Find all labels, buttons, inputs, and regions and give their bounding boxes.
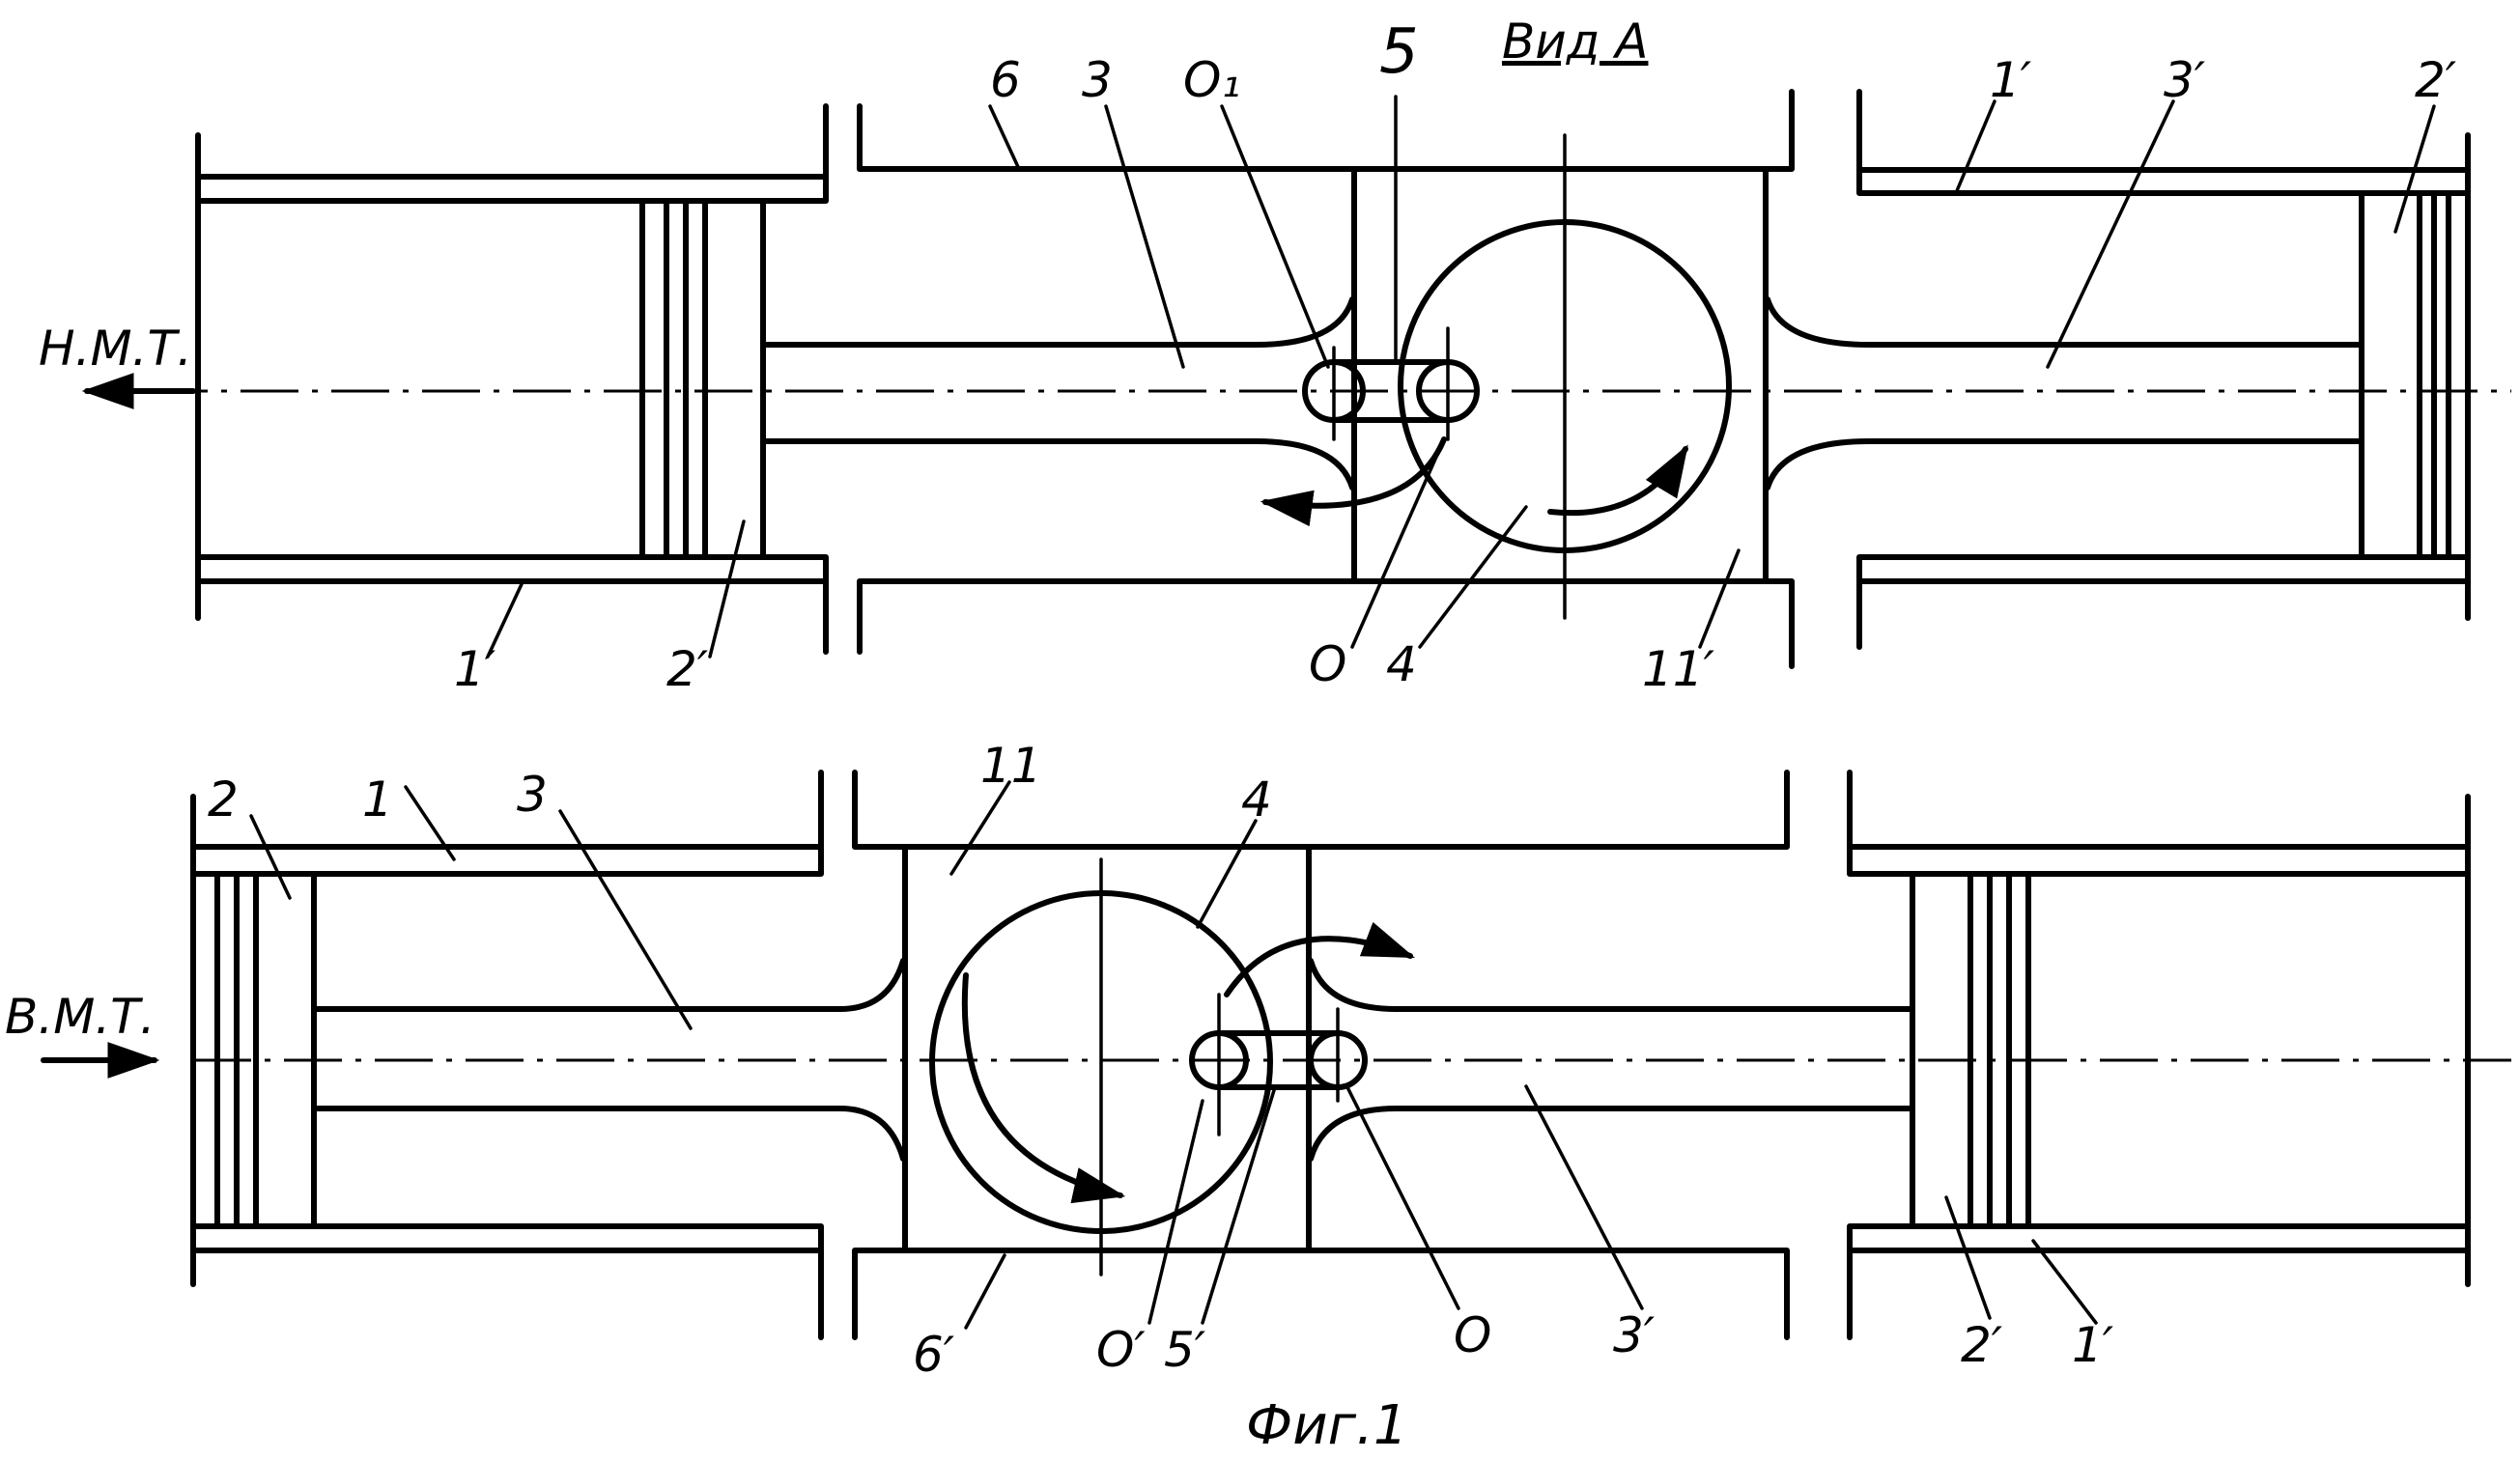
rod-left (763, 299, 1352, 488)
piston-right (2362, 193, 2468, 557)
label-o-prime-b: O′ (1096, 1322, 1146, 1378)
top-figure: Н.М.Т. 6 3 O₁ 5 Вид А 1′ 3′ 2′ 1′ 2′ O 4… (39, 14, 2511, 697)
label-5: 5 (1379, 16, 1419, 88)
bottom-rotation-arrow-disc (965, 975, 1120, 1195)
label-2-prime-b: 2′ (1961, 1317, 2003, 1373)
label-3-prime-b: 3′ (1613, 1307, 1656, 1363)
label-1-b: 1 (362, 772, 393, 828)
bottom-direction-label: В.М.Т. (5, 989, 156, 1045)
cylinder-right (1859, 92, 2468, 647)
housing-b (855, 772, 1787, 1337)
label-o-b: O (1454, 1307, 1491, 1363)
label-4-b: 4 (1241, 772, 1272, 828)
label-5-b: 5′ (1164, 1322, 1206, 1378)
link-5 (1305, 328, 1477, 439)
label-o1: O₁ (1183, 52, 1240, 108)
label-3-b: 3 (517, 767, 548, 823)
label-1-prime-b: 1′ (2072, 1317, 2114, 1373)
top-direction-label: Н.М.Т. (39, 321, 192, 377)
label-6-b: 6′ (913, 1327, 955, 1383)
label-11: 11′ (1642, 641, 1715, 697)
link-5-b (1192, 995, 1365, 1135)
cylinder-right-b (1850, 772, 2468, 1337)
piston-left-b (193, 874, 314, 1226)
top-rotation-arrow-right (1550, 449, 1685, 513)
piston-right-b (1912, 874, 2028, 1226)
label-o: O (1309, 636, 1346, 692)
label-1-prime-top: 1′ (1990, 52, 2032, 108)
bottom-leaders (251, 782, 2096, 1328)
label-1-bottom-left: 1′ (454, 641, 496, 697)
piston-left (642, 201, 763, 557)
figure-caption: Фиг.1 (1246, 1394, 1407, 1457)
label-2-b: 2 (208, 772, 239, 828)
label-3-prime-top: 3′ (2164, 52, 2206, 108)
label-4: 4 (1386, 636, 1417, 692)
label-6: 6 (990, 52, 1021, 108)
cylinder-left-b (193, 772, 821, 1337)
label-11-b: 11 (980, 738, 1042, 794)
housing (860, 92, 1792, 666)
bottom-figure: В.М.Т. 2 1 3 11 4 6′ O′ 5′ O 3′ 2′ 1′ (5, 738, 2511, 1383)
top-leaders (488, 97, 2434, 657)
label-3: 3 (1082, 52, 1113, 108)
view-a-title: Вид А (1502, 14, 1648, 70)
label-2-prime-top: 2′ (2415, 52, 2457, 108)
frame (1354, 169, 1766, 581)
label-2-bottom-left: 2′ (666, 641, 709, 697)
